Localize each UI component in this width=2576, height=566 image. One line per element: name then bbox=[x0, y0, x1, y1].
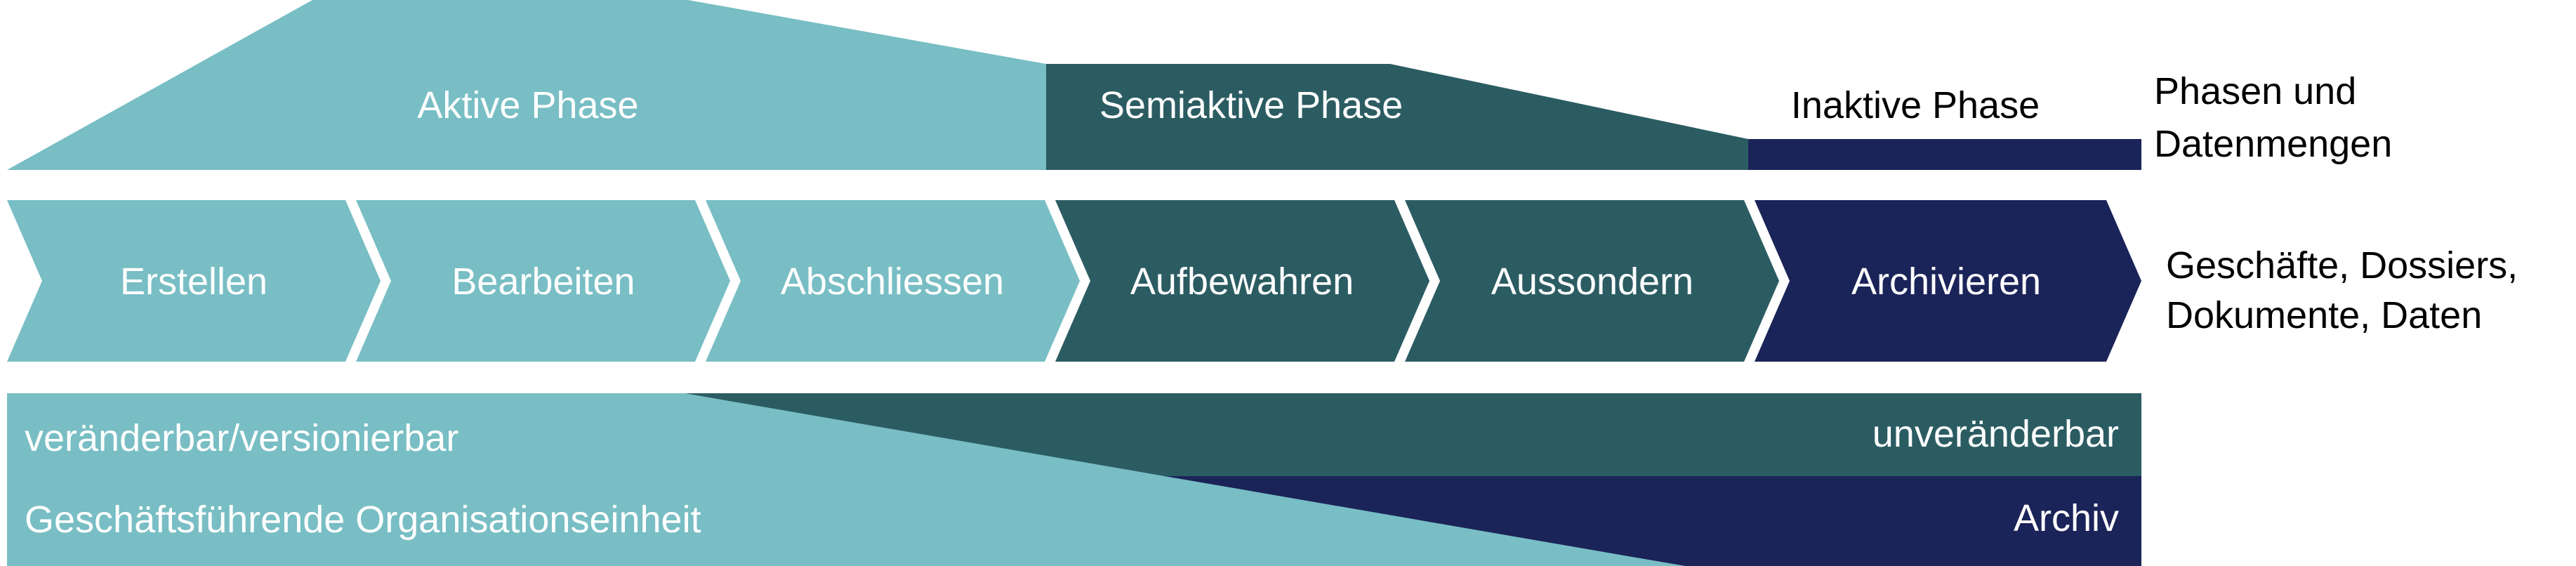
inactive-phase-label: Inaktive Phase bbox=[1791, 84, 2040, 126]
semiactive-phase-shape bbox=[1046, 64, 1748, 170]
owner-label: Geschäftsführende Organisationseinheit bbox=[25, 499, 701, 541]
archive-label: Archiv bbox=[2014, 497, 2119, 539]
steps-side-label-line2: Dokumente, Daten bbox=[2166, 294, 2482, 336]
step-bearbeiten-label: Bearbeiten bbox=[451, 261, 635, 303]
mutable-band bbox=[7, 393, 1685, 566]
step-abschliessen-label: Abschliessen bbox=[781, 261, 1004, 303]
step-aussondern-label: Aussondern bbox=[1491, 261, 1693, 303]
step-archivieren-chevron bbox=[1755, 200, 2141, 362]
step-erstellen-label: Erstellen bbox=[120, 261, 267, 303]
step-aufbewahren-chevron bbox=[1055, 200, 1429, 362]
step-aufbewahren-label: Aufbewahren bbox=[1130, 261, 1354, 303]
step-bearbeiten-chevron bbox=[356, 200, 730, 362]
immutable-label: unveränderbar bbox=[1872, 413, 2119, 455]
steps-side-label-line1: Geschäfte, Dossiers, bbox=[2166, 244, 2518, 287]
immutable-band bbox=[685, 393, 2141, 476]
active-phase-shape bbox=[7, 0, 1046, 170]
active-phase-label: Aktive Phase bbox=[417, 84, 638, 126]
inactive-phase-shape bbox=[1748, 139, 2141, 170]
semiactive-phase-label: Semiaktive Phase bbox=[1099, 84, 1403, 126]
archive-band bbox=[1151, 476, 2141, 566]
step-archivieren-label: Archivieren bbox=[1851, 261, 2041, 303]
step-abschliessen-chevron bbox=[706, 200, 1080, 362]
mutable-label: veränderbar/versionierbar bbox=[25, 417, 458, 459]
step-erstellen-chevron bbox=[7, 200, 381, 362]
step-aussondern-chevron bbox=[1405, 200, 1779, 362]
phases-side-label-line2: Datenmengen bbox=[2154, 123, 2392, 165]
phases-side-label-line1: Phasen und bbox=[2154, 70, 2356, 112]
